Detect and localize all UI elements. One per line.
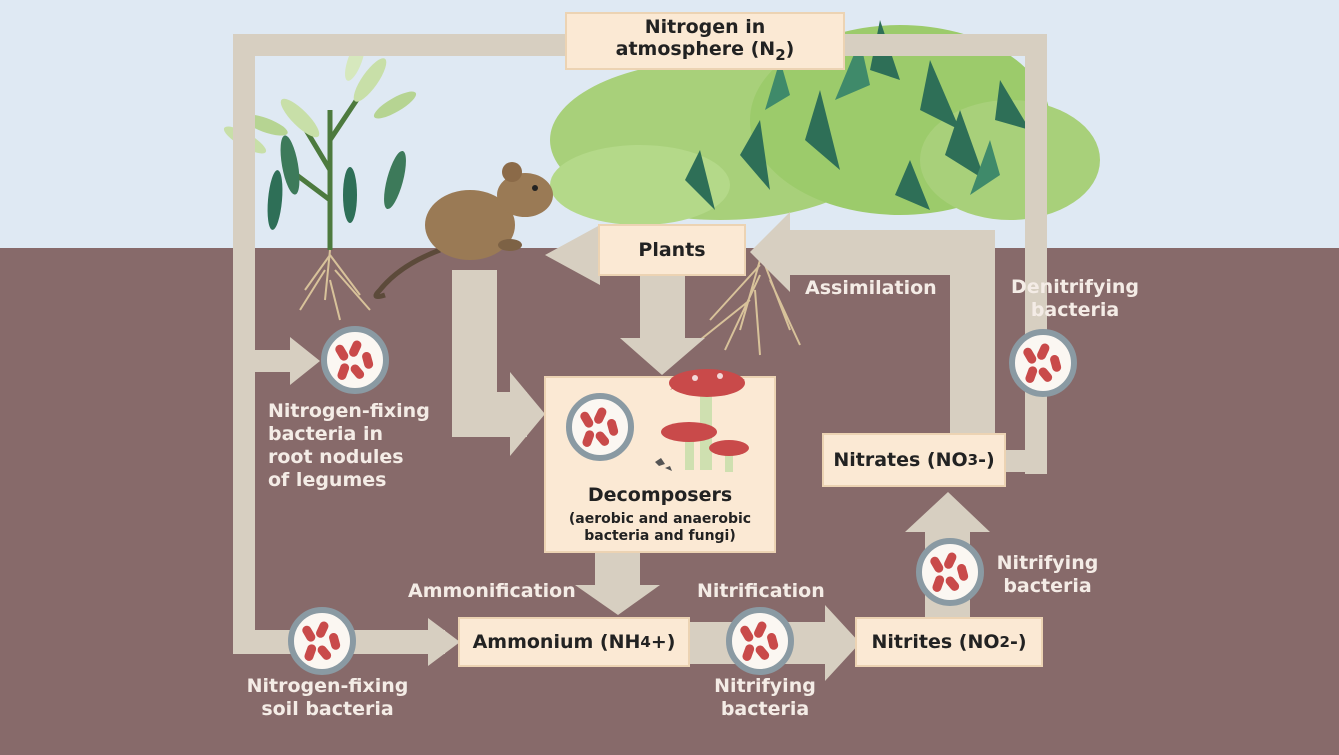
root-nodule-line-3: root nodules xyxy=(268,446,404,468)
mushroom-icon xyxy=(655,369,749,472)
rodent-icon xyxy=(373,162,553,300)
soil-bacteria-line-1: Nitrogen-fixing xyxy=(246,675,409,697)
denitrifying-line-2: bacteria xyxy=(1030,299,1120,321)
ammonium-subscript: 4 xyxy=(640,633,651,651)
plants-label: Plants xyxy=(638,239,706,261)
root-nodule-bacteria-label: Nitrogen-fixing bacteria in root nodules… xyxy=(268,400,430,492)
bacteria-icon xyxy=(919,541,981,603)
nitrifying-right-line-1: Nitrifying xyxy=(996,552,1099,574)
ammonification-label: Ammonification xyxy=(408,580,576,602)
root-nodule-line-2: bacteria in xyxy=(268,423,384,445)
forest-foliage-icon xyxy=(550,20,1100,225)
atmosphere-line2: atmosphere (N2) xyxy=(616,38,795,66)
bacteria-icon xyxy=(729,610,791,672)
plants-node: Plants xyxy=(598,224,746,276)
legume-plant-icon xyxy=(223,39,417,250)
denitrifying-line-1: Denitrifying xyxy=(1011,276,1139,298)
bacteria-icon xyxy=(324,329,386,391)
denitrifying-bacteria-label: Denitrifying bacteria xyxy=(1000,276,1150,322)
atmosphere-subscript: 2 xyxy=(775,45,786,64)
nitrates-close: -) xyxy=(978,449,995,471)
nitrifying-bacteria-right-label: Nitrifying bacteria xyxy=(985,552,1110,598)
nitrites-formula: Nitrites (NO xyxy=(871,631,1000,653)
ammonium-formula: Ammonium (NH xyxy=(472,631,641,653)
soil-bacteria-label: Nitrogen-fixing soil bacteria xyxy=(230,675,425,721)
nitrifying-bottom-line-2: bacteria xyxy=(720,698,810,720)
nitrites-close: -) xyxy=(1009,631,1027,653)
bacteria-icon xyxy=(1012,332,1074,394)
roots-icon xyxy=(299,249,801,356)
ammonium-close: +) xyxy=(650,631,676,653)
assimilation-label: Assimilation xyxy=(805,277,937,299)
soil-bacteria-line-2: soil bacteria xyxy=(261,698,394,720)
root-nodule-line-4: of legumes xyxy=(268,469,387,491)
bacteria-icon xyxy=(291,610,353,672)
nitrifying-right-line-2: bacteria xyxy=(1003,575,1092,597)
decomposers-desc-2: bacteria and fungi) xyxy=(584,528,736,544)
nitrifying-bacteria-bottom-label: Nitrifying bacteria xyxy=(695,675,835,721)
atmosphere-node: Nitrogen in atmosphere (N2) xyxy=(565,12,845,70)
root-nodule-line-1: Nitrogen-fixing xyxy=(268,400,430,422)
atmosphere-close: ) xyxy=(785,38,795,61)
atmosphere-formula: atmosphere (N xyxy=(615,38,776,61)
nitrifying-bottom-line-1: Nitrifying xyxy=(714,675,816,697)
nitrification-label: Nitrification xyxy=(697,580,825,602)
nitrates-formula: Nitrates (NO xyxy=(833,449,968,471)
atmosphere-line1: Nitrogen in xyxy=(644,16,766,39)
decomposers-title: Decomposers xyxy=(587,484,733,506)
nitrites-subscript: 2 xyxy=(999,633,1010,651)
decomposers-desc-1: (aerobic and anaerobic xyxy=(568,511,752,527)
nitrates-subscript: 3 xyxy=(967,451,979,469)
bacteria-icon xyxy=(569,396,631,458)
